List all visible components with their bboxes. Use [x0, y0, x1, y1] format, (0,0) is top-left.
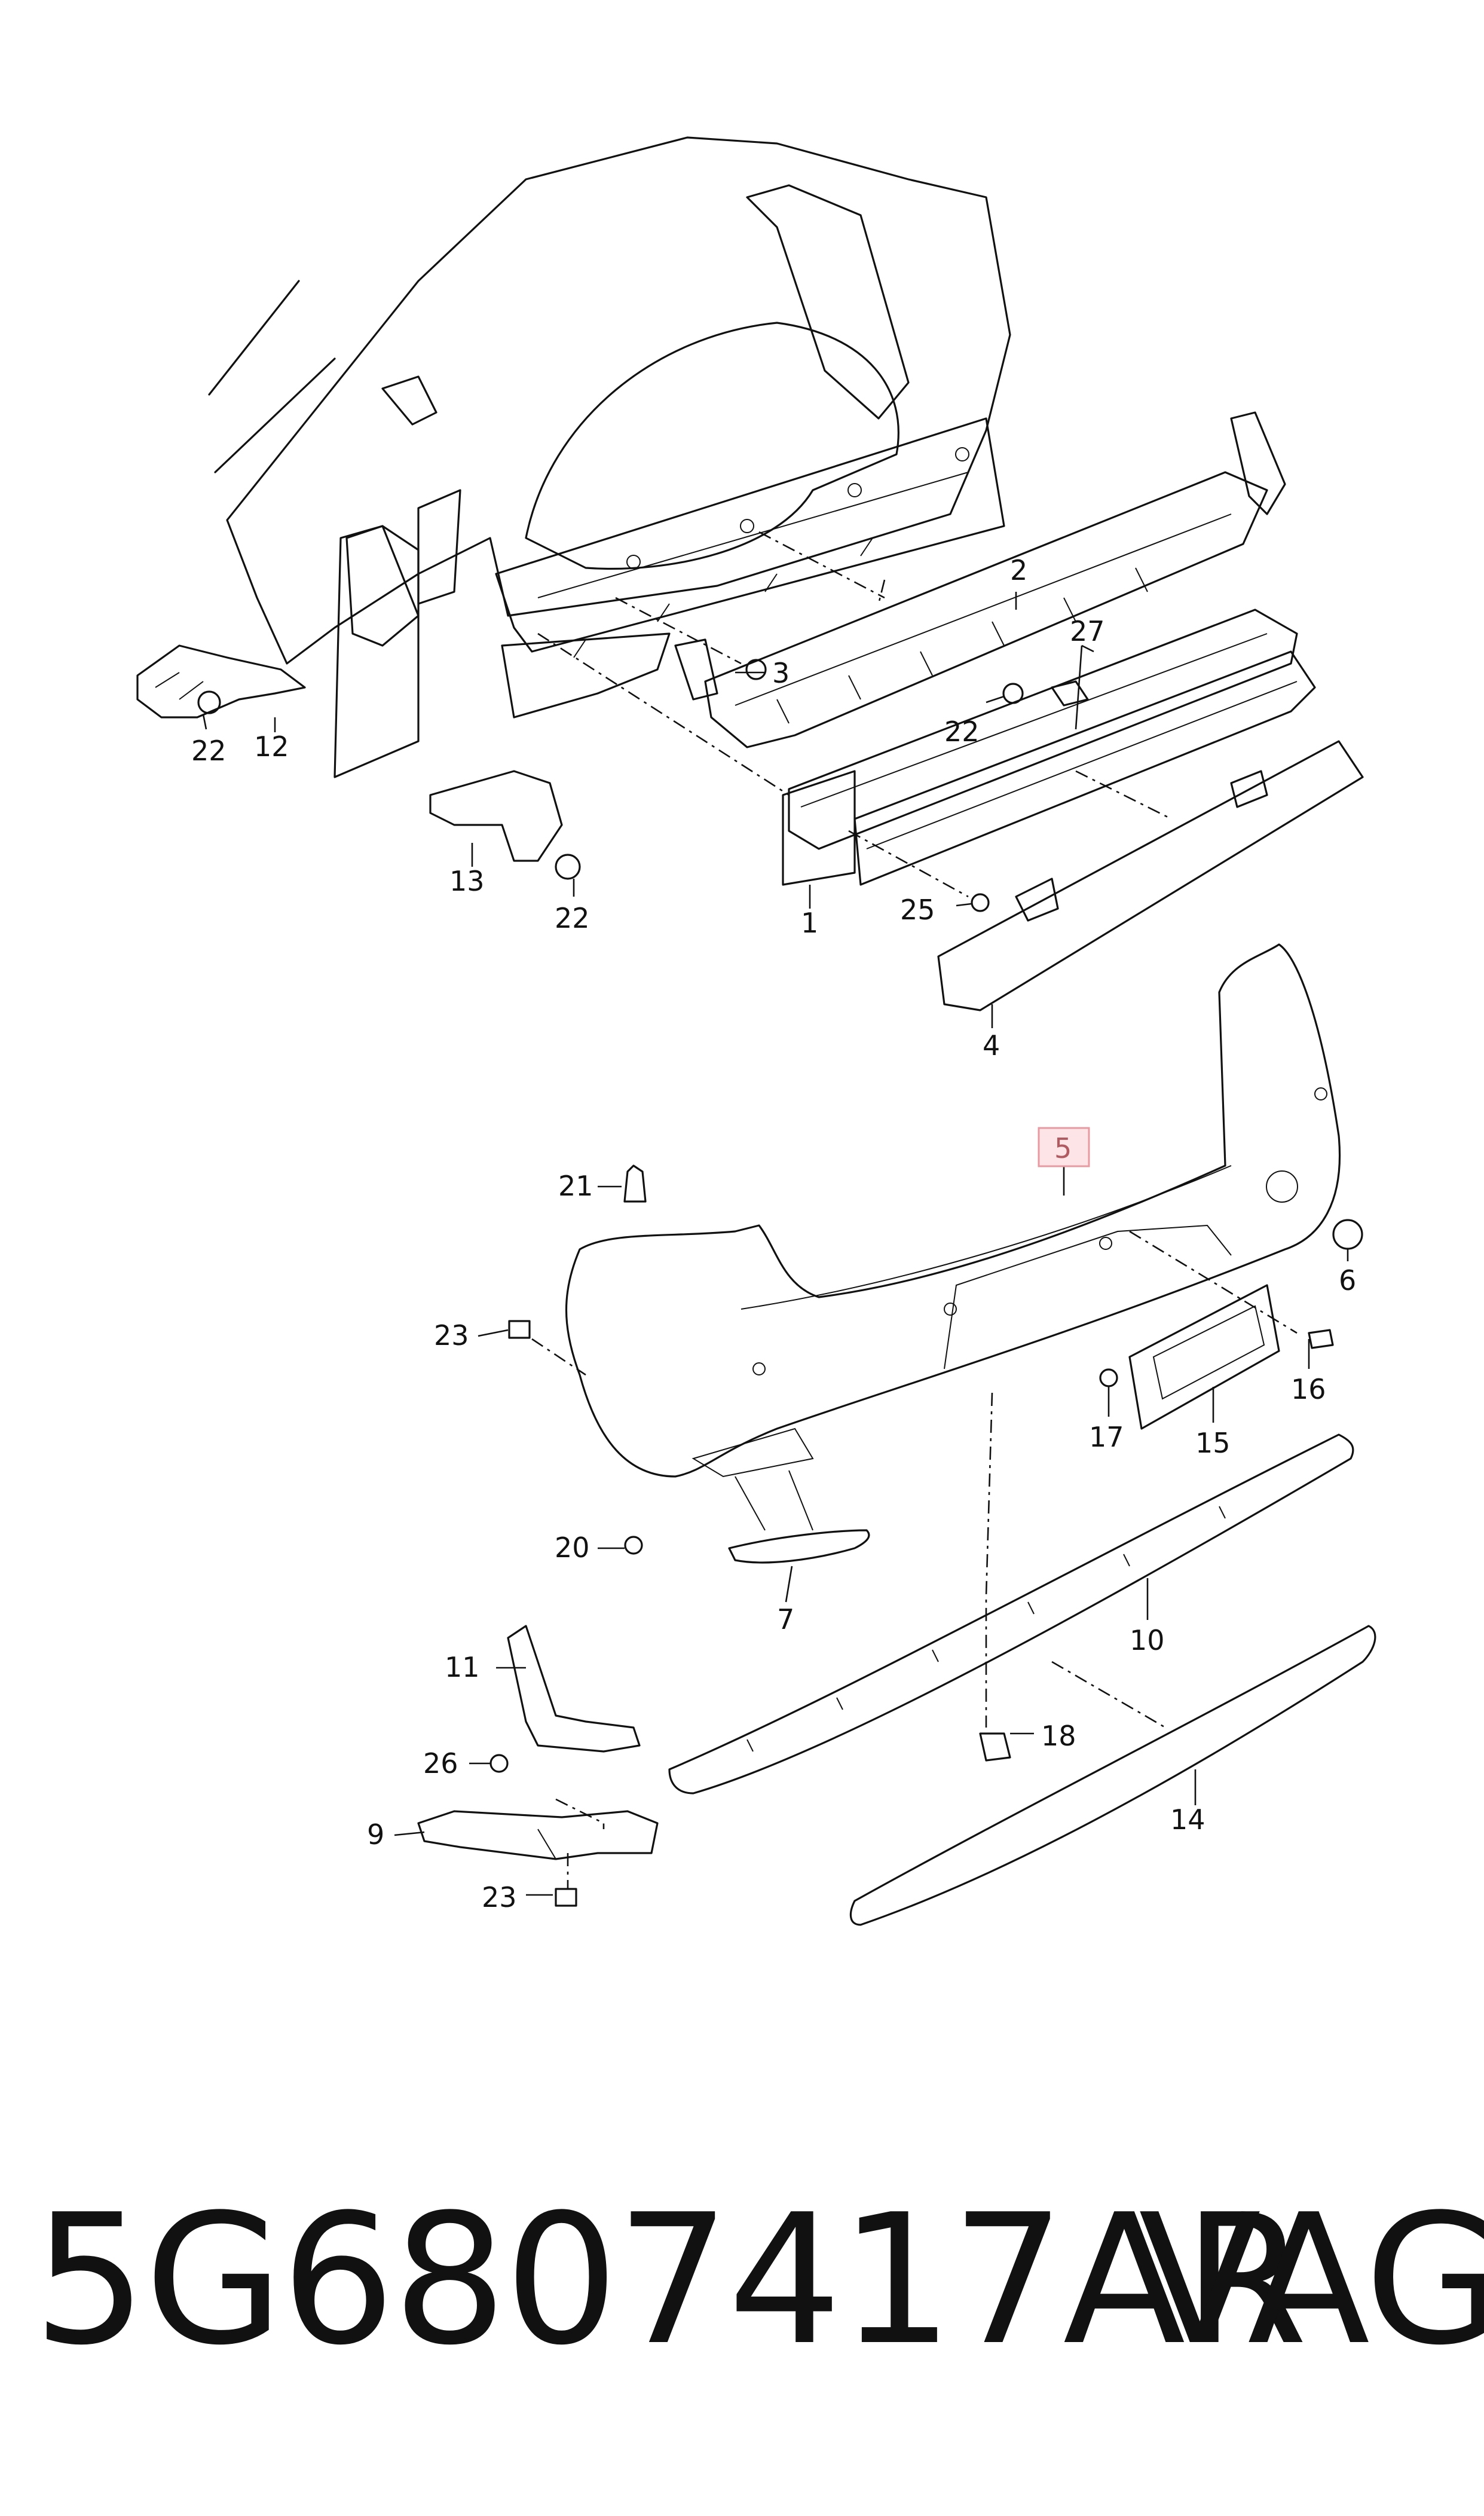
callout-23-top: 23	[434, 1319, 469, 1352]
callout-25: 25	[900, 894, 935, 926]
callout-21: 21	[558, 1170, 593, 1202]
bracket-part-13	[429, 770, 581, 880]
assembly-lines	[531, 531, 1298, 1889]
diffuser-part-14	[849, 1625, 1376, 1926]
rear-panel-trim-part-2	[704, 411, 1286, 748]
brand-label: VAG	[1139, 2176, 1484, 2384]
nut-part-22	[1002, 683, 1024, 704]
callout-7: 7	[777, 1603, 794, 1635]
clip-part-21	[623, 1164, 647, 1203]
callout-16: 16	[1291, 1373, 1326, 1405]
callout-labels: 1 2 3 4 5 6 7 9 10 11 12 13 14 15 16 17 …	[191, 554, 1356, 1913]
callout-9: 9	[367, 1818, 384, 1851]
bumper-cover-part-5	[565, 943, 1341, 1478]
impact-absorber-part-27	[788, 609, 1298, 850]
energy-absorber-part-4	[937, 740, 1364, 1011]
screw-part-25	[971, 893, 990, 912]
callout-14: 14	[1170, 1803, 1205, 1836]
nut-part-3	[745, 659, 767, 680]
callout-5-highlight-box	[1038, 1127, 1090, 1167]
part-number-label: 5G6807417AR	[33, 2176, 1308, 2384]
cap-part-6	[1332, 1219, 1363, 1250]
side-bracket-part-9	[417, 1810, 659, 1860]
callout-26: 26	[423, 1747, 458, 1780]
side-bracket-part-11	[507, 1625, 641, 1753]
callout-18: 18	[1041, 1720, 1076, 1752]
nut-part-23-top	[508, 1320, 531, 1339]
callout-22-lower: 22	[555, 902, 590, 934]
clip-part-16	[1308, 1329, 1334, 1349]
callout-10: 10	[1130, 1624, 1165, 1656]
callout-2: 2	[1010, 554, 1027, 586]
leader-lines	[202, 592, 1349, 1896]
callout-3: 3	[772, 657, 790, 689]
callout-12: 12	[254, 730, 289, 763]
callout-5: 5	[1054, 1132, 1072, 1164]
trim-strip-part-10	[668, 1433, 1354, 1794]
exploded-parts-diagram: 1 2 3 4 5 6 7 9 10 11 12 13 14 15 16 17 …	[136, 136, 1376, 1926]
car-body-rear-section	[208, 136, 1011, 778]
callout-13: 13	[449, 865, 485, 897]
clip-part-18	[979, 1732, 1011, 1762]
callout-27: 27	[1070, 615, 1105, 647]
screw-part-20	[624, 1536, 643, 1555]
fasteners	[489, 659, 1363, 1907]
nut-part-23-bottom	[555, 1888, 577, 1907]
callout-6: 6	[1339, 1264, 1356, 1297]
callout-22-center: 22	[944, 716, 980, 748]
reflector-part-7	[728, 1470, 870, 1564]
bracket-part-12	[136, 644, 306, 719]
licence-plate-holder-part-15	[1128, 1284, 1280, 1430]
callout-17: 17	[1089, 1421, 1124, 1453]
callout-22-left: 22	[191, 735, 227, 767]
screw-part-26	[489, 1754, 509, 1773]
callout-15: 15	[1195, 1427, 1231, 1459]
bumper-carrier-part-1	[782, 650, 1316, 886]
callout-1: 1	[801, 907, 818, 939]
screw-part-17	[1099, 1368, 1118, 1387]
callout-23-bottom: 23	[482, 1881, 517, 1913]
callout-20: 20	[555, 1531, 590, 1564]
callout-4: 4	[983, 1029, 1000, 1062]
callout-11: 11	[445, 1651, 480, 1683]
